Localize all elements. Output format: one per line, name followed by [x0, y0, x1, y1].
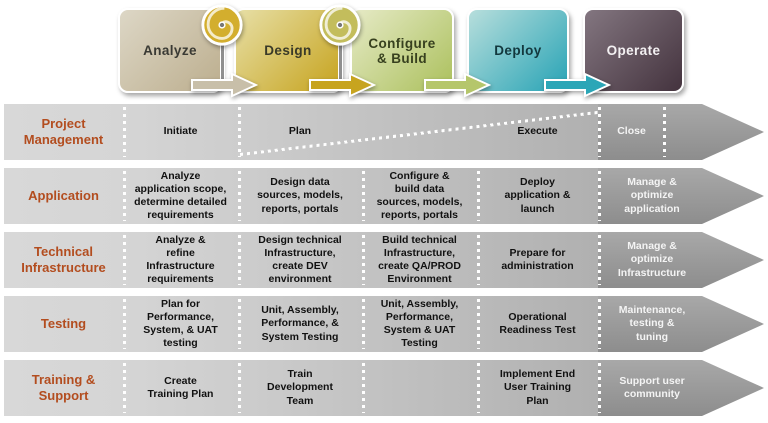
row-header: Project Management [23, 116, 104, 147]
dotted-separator [362, 171, 365, 221]
band-cell: Operational Readiness Test [499, 310, 576, 336]
band-cell: Support user community [619, 374, 685, 400]
workstream-band-application: Application Analyze application scope, de… [4, 168, 764, 224]
workstream-band-training-support: Training & Support Create Training Plan Tr… [4, 360, 764, 416]
dotted-separator [238, 235, 241, 285]
row-header: Testing [40, 316, 87, 332]
dotted-separator [477, 299, 480, 349]
connector-line [220, 38, 225, 90]
row-header: Training & Support [31, 372, 96, 403]
band-cell: Configure & build data sources, models, … [376, 169, 463, 222]
band-cell: Create Training Plan [147, 374, 214, 400]
stage-arrow-icon [423, 72, 492, 98]
band-cell: Maintenance, testing & tuning [618, 304, 686, 343]
band-cell: Plan [288, 125, 312, 138]
dotted-separator [362, 235, 365, 285]
band-cell [362, 360, 477, 416]
band-cell: Implement End User Training Plan [499, 368, 576, 407]
spiral-connector-icon [199, 2, 245, 48]
band-cell: Execute [517, 125, 558, 138]
dotted-separator [477, 235, 480, 285]
stage-box-configure-build: Configure & Build [350, 8, 454, 93]
band-cell: Analyze application scope, determine det… [134, 169, 227, 222]
dotted-separator [362, 363, 365, 413]
stage-box-deploy: Deploy [467, 8, 569, 93]
dotted-separator [123, 171, 126, 221]
dotted-separator [238, 299, 241, 349]
dotted-separator [238, 107, 241, 157]
dotted-separator [598, 299, 601, 349]
stage-label: Deploy [494, 43, 542, 58]
dotted-separator [123, 363, 126, 413]
dotted-separator [238, 171, 241, 221]
spiral-connector-icon [317, 2, 363, 48]
stage-label: Operate [606, 43, 661, 58]
band-cell: Prepare for administration [501, 246, 574, 272]
dotted-separator [362, 299, 365, 349]
dotted-separator [238, 363, 241, 413]
band-cell: Initiate [163, 125, 198, 138]
dotted-separator [598, 363, 601, 413]
band-cell: Manage & optimize Infrastructure [617, 240, 687, 279]
dotted-separator [598, 171, 601, 221]
dotted-separator [123, 235, 126, 285]
row-header: Application [28, 188, 99, 204]
workstream-band-testing: Testing Plan for Performance, System, & U… [4, 296, 764, 352]
band-cell: Plan for Performance, System, & UAT test… [143, 297, 218, 350]
row-header: Technical Infrastructure [21, 244, 106, 275]
dotted-separator [477, 171, 480, 221]
band-cell: Train Development Team [267, 368, 333, 407]
workstream-band-technical-infrastructure: Technical Infrastructure Analyze & refine… [4, 232, 764, 288]
dotted-separator [598, 235, 601, 285]
stage-label: Configure & Build [368, 35, 436, 66]
stage-arrow-icon [190, 72, 259, 98]
band-cell: Deploy application & launch [504, 176, 571, 215]
band-cell: Unit, Assembly, Performance, & System Te… [261, 304, 339, 343]
workstream-band-project-management: Project Management Initiate Plan Execute Clo… [4, 104, 764, 160]
dotted-separator [123, 107, 126, 157]
stage-arrow-icon [308, 72, 377, 98]
stage-label: Design [264, 43, 312, 58]
stage-box-operate: Operate [583, 8, 684, 93]
dotted-separator [663, 107, 666, 157]
band-cell: Manage & optimize application [624, 176, 680, 215]
dotted-separator [123, 299, 126, 349]
dotted-separator [477, 363, 480, 413]
band-cell: Close [617, 125, 646, 138]
stage-box-design: Design [234, 8, 342, 93]
band-cell: Design technical Infrastructure, create … [258, 233, 342, 286]
band-cell: Analyze & refine Infrastructure requirem… [146, 233, 215, 286]
band-cell: Design data sources, models, reports, po… [257, 176, 343, 215]
stage-label: Analyze [143, 43, 197, 58]
band-cell: Build technical Infrastructure, create Q… [378, 233, 461, 286]
stage-arrow-icon [543, 72, 612, 98]
band-cell: Unit, Assembly, Performance, System & UA… [380, 297, 459, 350]
dotted-separator [598, 107, 601, 157]
connector-line [338, 38, 343, 90]
